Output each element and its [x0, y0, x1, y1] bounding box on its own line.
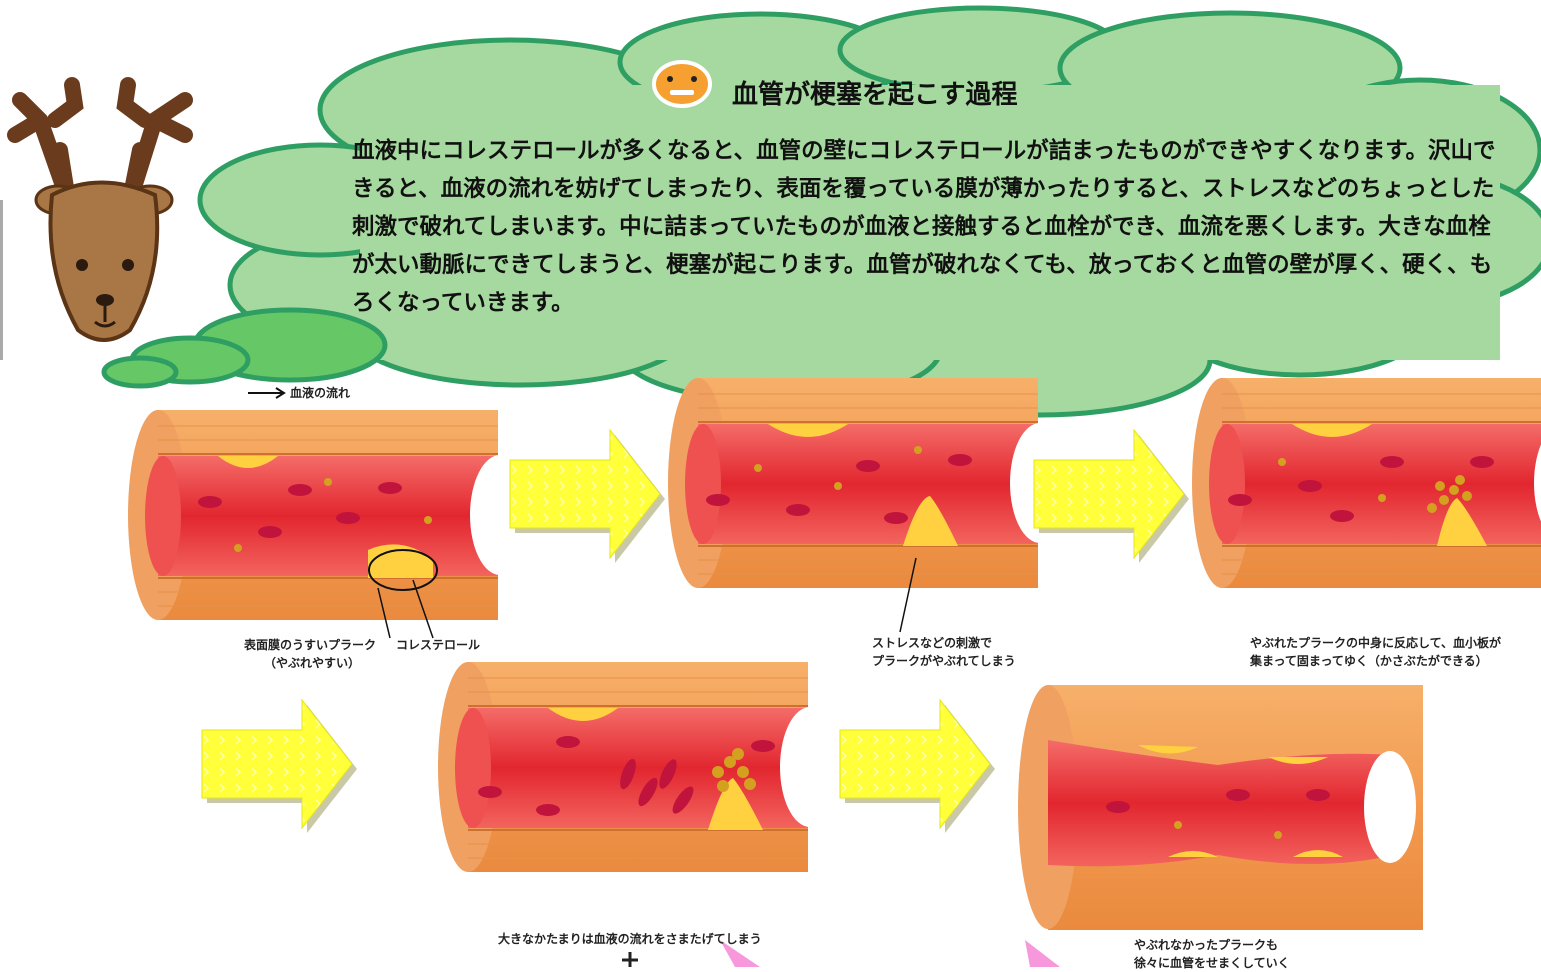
bubble-body: 血液中にコレステロールが多くなると、血管の壁にコレステロールが詰まったものができ…	[352, 132, 1512, 322]
caption-large-clot: 大きなかたまりは血液の流れをさまたげてしまう	[498, 930, 762, 948]
arrow-right-icon	[202, 700, 357, 833]
vessel-panel-5	[1018, 685, 1423, 930]
left-edge	[0, 200, 3, 360]
caption-thin-plaque-note: （やぶれやすい）	[264, 654, 360, 672]
vessel-panel-3	[1192, 378, 1541, 588]
caption-cholesterol: コレステロール	[396, 636, 480, 654]
bubble-title: 血管が梗塞を起こす過程	[732, 74, 1017, 111]
arrow-right-icon	[840, 700, 995, 833]
deer-icon	[15, 85, 185, 340]
caption-platelet-1: やぶれたプラークの中身に反応して、血小板が	[1250, 634, 1501, 652]
caption-platelet-2: 集まって固まってゆく（かさぶたができる）	[1250, 652, 1488, 670]
caption-unbroken-1: やぶれなかったプラークも	[1134, 936, 1278, 954]
caption-stress-2: プラークがやぶれてしまう	[872, 652, 1016, 670]
face-icon	[654, 62, 710, 106]
vessel-panel-1	[128, 410, 530, 638]
vessel-panel-4	[438, 662, 840, 872]
caption-unbroken-2: 徐々に血管をせまくしていく	[1134, 954, 1290, 972]
vessel-panel-2	[668, 378, 1070, 632]
flow-arrow-icon	[248, 388, 284, 398]
arrow-right-icon	[510, 430, 665, 563]
flow-label: 血液の流れ	[290, 384, 350, 401]
caption-thin-plaque: 表面膜のうすいプラーク	[244, 636, 376, 654]
caption-stress-1: ストレスなどの刺激で	[872, 634, 992, 652]
